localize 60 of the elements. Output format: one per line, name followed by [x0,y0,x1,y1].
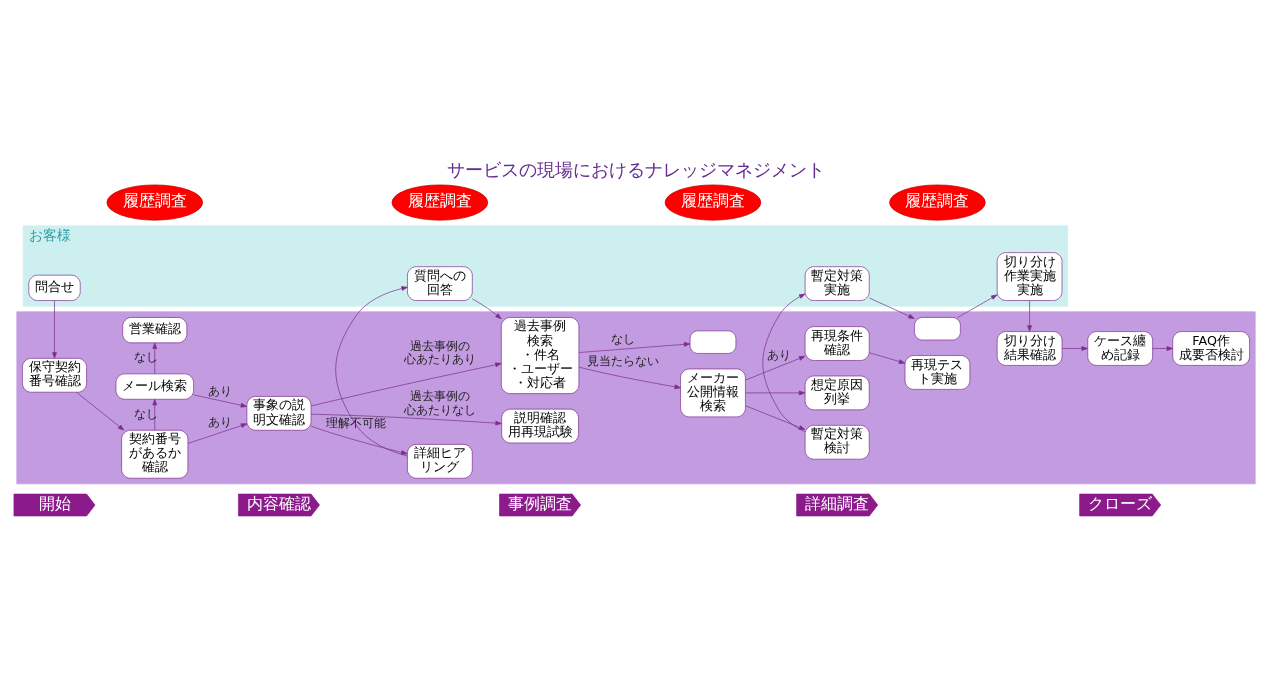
node-box: 想定原因列挙 [804,375,870,410]
edge-label: 見当たらない [586,353,659,368]
diagram-title: サービスの現場におけるナレッジマネジメント [447,158,825,180]
node-ellipse: 履歴調査 [889,184,986,220]
node-box [689,330,737,354]
node-ellipse: 履歴調査 [106,184,203,220]
arrow [471,298,502,319]
node-box: 再現テスト実施 [904,354,971,390]
arrow [76,391,125,430]
edge-label: なし [610,331,635,346]
node-box: 詳細ヒアリング [407,443,473,479]
arrow [335,285,408,456]
node-box: ケース纏め記録 [1087,330,1153,366]
arrow [310,362,502,406]
node-box: 切り分け作業実施実施 [996,251,1063,301]
arrow [1061,345,1088,351]
edge-label: 理解不可能 [325,415,386,430]
node-ellipse: 履歴調査 [664,184,762,220]
arrow [52,299,57,359]
edge-label: なし [133,349,158,364]
arrow [578,366,681,389]
node-box: 暫定対策実施 [804,265,870,301]
arrow [1152,345,1173,351]
arrow [187,422,248,444]
node-box: 過去事例検索 ・件名 ・ユーザー ・対応者 [500,316,580,394]
arrow [745,404,806,430]
node-box: メーカー公開情報検索 [680,368,746,417]
edge-label: なし [133,406,158,421]
node-box: 営業確認 [122,316,188,343]
arrow [152,398,158,431]
node-box: 契約番号があるか確認 [121,429,189,479]
arrow [578,341,691,353]
edge-label: 過去事例の心あたりあり [403,338,476,366]
arrow [193,394,248,408]
edge-label: あり [208,383,233,398]
arrow [1027,299,1032,332]
arrow [310,425,408,455]
arrow [869,351,906,364]
node-box: 問合せ [28,274,81,301]
arrow [745,355,806,380]
node-ellipse: 履歴調査 [391,184,489,220]
arrow [310,413,502,425]
node-box: 説明確認用再現試験 [501,408,579,443]
node-box: 保守契約番号確認 [22,357,87,393]
arrow [762,293,806,432]
arrow [152,342,158,374]
node-box: 切り分け結果確認 [996,330,1063,366]
arrow [745,390,806,395]
node-box: 質問への回答 [407,265,473,301]
edge-label: あり [766,347,791,362]
edge-label: 過去事例の心あたりなし [403,388,476,417]
node-box: 暫定対策検討 [804,424,870,460]
arrow [957,294,998,318]
node-box: 事象の説明文確認 [246,395,312,431]
node-box: FAQ作成要否検討 [1172,330,1250,366]
edge-label: あり [208,414,233,429]
node-box: 再現条件確認 [804,325,870,361]
arrow [869,297,915,319]
node-box: メール検索 [115,373,194,400]
node-box [914,316,961,340]
